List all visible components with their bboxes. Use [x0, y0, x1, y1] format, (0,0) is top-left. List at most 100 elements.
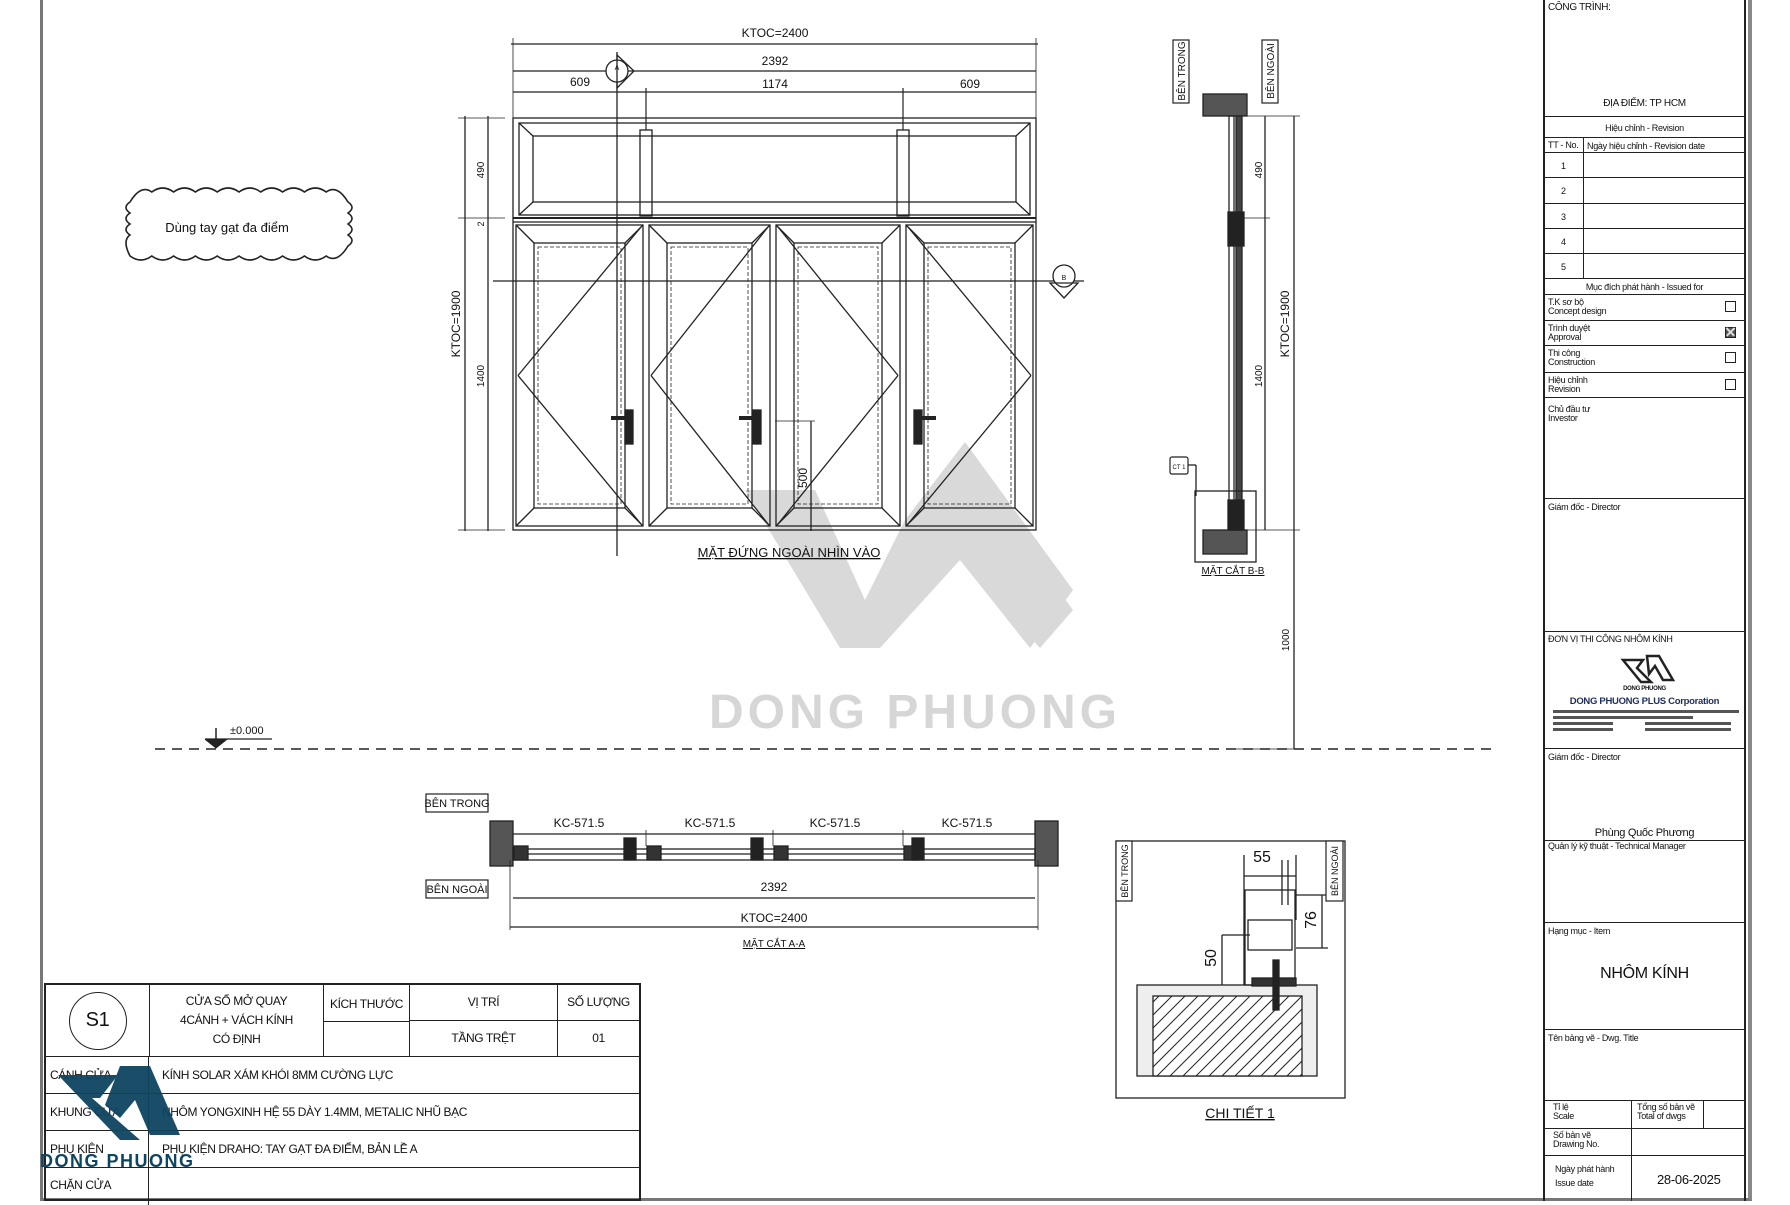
handle-profile	[623, 837, 637, 861]
drawing-line	[515, 224, 535, 244]
sash-bead	[797, 246, 879, 505]
section-b-arrow	[1048, 282, 1080, 299]
issued-en: Revision	[1548, 384, 1581, 394]
handle-icon	[624, 409, 634, 445]
bb-title: MẶT CẮT B-B	[1202, 564, 1265, 577]
watermark-text: DONG PHUONG	[709, 686, 1121, 739]
opening-line	[650, 226, 769, 376]
section-b-marker-icon	[1052, 264, 1076, 288]
issued-en: Concept design	[1548, 306, 1607, 316]
bb-dim-sill: 1000	[1281, 628, 1292, 651]
spec-key: CHẶN CỬA	[50, 1178, 112, 1192]
approval-checkbox-checked[interactable]	[1725, 327, 1736, 338]
concept-checkbox[interactable]	[1725, 301, 1736, 312]
section-a-marker[interactable]: A	[615, 65, 620, 72]
name-line: CÓ ĐỊNH	[212, 1032, 261, 1046]
company-logo-icon	[1620, 654, 1676, 684]
hatch	[1053, 996, 1302, 1076]
opening-line	[777, 226, 899, 376]
issue-vi: Ngày phát hành	[1555, 1164, 1615, 1174]
issued-vi: T.K sơ bộ	[1548, 297, 1584, 307]
dim-total-width: KTOC=2400	[742, 26, 809, 40]
spec-row: CHẶN CỬA	[46, 1167, 639, 1205]
handle-profile	[911, 837, 925, 861]
sill-profile	[1227, 499, 1245, 531]
name-line: CỬA SỔ MỞ QUAY	[185, 994, 288, 1008]
sash-glass	[923, 242, 1016, 509]
aa-outside-label: BÊN NGOÀI	[426, 883, 487, 896]
drawing-line	[518, 201, 534, 216]
revision-checkbox[interactable]	[1725, 379, 1736, 390]
level-marker	[204, 728, 272, 749]
spec-table: S1 CỬA SỔ MỞ QUAY 4CÁNH + VÁCH KÍNH CÓ Đ…	[44, 983, 641, 1205]
detail-dim-76: 76	[1303, 911, 1320, 929]
transom-post	[896, 129, 910, 217]
profile	[513, 845, 529, 861]
drawing-line	[1015, 122, 1031, 137]
quantity-value: 01	[558, 1021, 639, 1057]
handle-profile	[750, 837, 764, 861]
anchor	[1272, 959, 1280, 1011]
transom-frame	[518, 122, 1031, 216]
contractor-cell: ĐƠN VỊ THI CÔNG NHÔM KÍNH DONG PHUONG DO…	[1545, 632, 1744, 749]
issued-vi: Hiệu chỉnh	[1548, 375, 1588, 385]
hatch-line	[1153, 996, 1186, 1029]
spec-value: PHỤ KIỆN DRAHO: TAY GẠT ĐA ĐIỂM, BẢN LỀ …	[162, 1142, 418, 1156]
sash-glass	[793, 242, 883, 509]
hatch-line	[1053, 996, 1133, 1076]
project-label: CÔNG TRÌNH:	[1548, 2, 1611, 13]
wall-bottom	[1202, 529, 1248, 555]
dim-gap: 2	[476, 221, 486, 226]
issued-en: Construction	[1548, 357, 1595, 367]
total-vi: Tổng số bản vẽ	[1637, 1102, 1695, 1112]
aa-inside-label: BÊN TRONG	[424, 797, 489, 810]
bb-dim-sash: 1400	[1254, 364, 1265, 387]
wall-left	[489, 820, 514, 867]
dim-handle-height: 500	[796, 468, 810, 488]
detail-frame	[1115, 840, 1346, 1099]
size-header: KÍCH THƯỚC	[330, 997, 403, 1011]
sash-bead	[537, 246, 622, 505]
hatch-line	[1153, 996, 1199, 1042]
issued-en: Approval	[1548, 332, 1582, 342]
director2-name: Phùng Quốc Phương	[1594, 827, 1695, 839]
item-value: NHÔM KÍNH	[1600, 965, 1689, 982]
floor-level-text: ±0.000	[230, 725, 264, 737]
hatch-line	[1260, 1034, 1302, 1076]
section-b-marker[interactable]: B	[1062, 275, 1067, 282]
revision-header: Hiệu chỉnh - Revision	[1605, 123, 1684, 133]
dim-inner-width: 2392	[762, 54, 789, 68]
construction-checkbox[interactable]	[1725, 352, 1736, 363]
dim-transom: 490	[476, 161, 487, 178]
name-cell: CỬA SỔ MỞ QUAY 4CÁNH + VÁCH KÍNH CÓ ĐỊNH	[150, 985, 324, 1057]
cloud-note-text: Dùng tay gạt đa điểm	[165, 220, 289, 235]
sash-bead	[927, 246, 1012, 505]
location-text: ĐỊA ĐIỂM: TP HCM	[1603, 98, 1686, 109]
drawing-line	[648, 507, 668, 527]
section-a-arrow	[616, 53, 635, 90]
watermark-logo	[745, 442, 1073, 648]
transom-glass	[532, 135, 1017, 203]
hatch-line	[1221, 996, 1302, 1076]
rev-date-header: Ngày hiệu chỉnh - Revision date	[1587, 141, 1705, 151]
hatch-line	[1153, 996, 1212, 1055]
rev-row: 3	[1561, 212, 1566, 222]
bb-inside-label: BÊN TRONG	[1175, 41, 1188, 100]
issued-header: Mục đích phát hành - Issued for	[1585, 282, 1704, 292]
sash-glass	[533, 242, 626, 509]
dim-total-height: KTOC=1900	[449, 290, 463, 357]
investor-en: Investor	[1548, 413, 1578, 423]
hatch-line	[1286, 1060, 1302, 1076]
item-label: Hạng mục - Item	[1548, 926, 1611, 936]
detail-marker[interactable]: CT 1	[1173, 465, 1187, 471]
drawing-line	[881, 507, 901, 527]
code-cell: S1	[46, 985, 150, 1057]
drawing-line	[648, 224, 668, 244]
title-block: CÔNG TRÌNH: ĐỊA ĐIỂM: TP HCM Hiệu chỉnh …	[1543, 0, 1746, 1201]
sash-glass	[666, 242, 753, 509]
